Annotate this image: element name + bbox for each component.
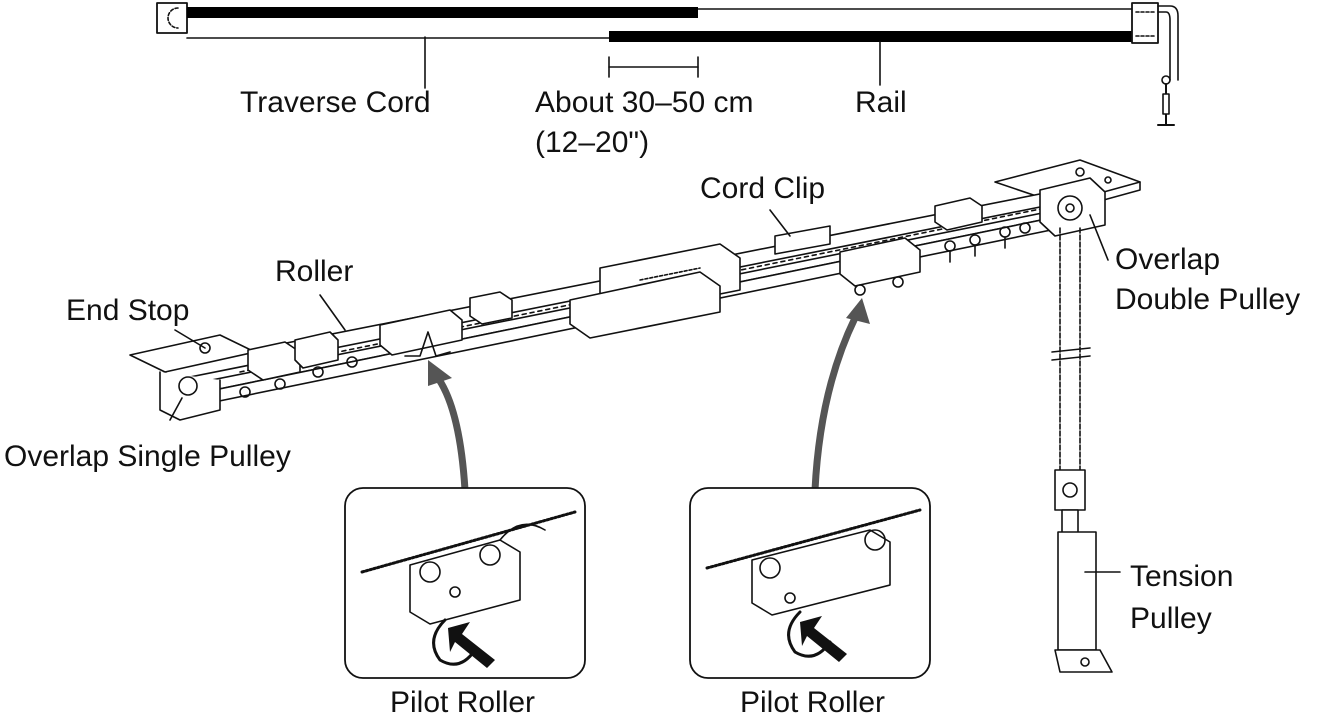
rail-label: Rail (855, 86, 907, 119)
tension-pulley-foot (1054, 649, 1113, 673)
cord-clip-label: Cord Clip (700, 172, 826, 205)
tension-pulley-label-line1: Tension (1130, 560, 1234, 593)
cord-clip-part (774, 225, 831, 255)
callout-arrows (428, 298, 870, 494)
roller-leader (319, 294, 346, 331)
tension-pulley-post (1057, 531, 1097, 651)
pilot-roller-left-arm (404, 331, 451, 357)
inset-right-hook (787, 610, 832, 658)
inset-left-loop (499, 523, 546, 541)
strap-clamp-2 (934, 197, 983, 231)
bracket-hole-2 (1104, 176, 1112, 184)
overlap-double-pulley-housing (1039, 177, 1106, 237)
overlap-single-pulley-wheel (178, 376, 198, 396)
overlap-single-leader (169, 397, 183, 421)
double-pulley-wheel (1057, 195, 1083, 221)
cord-drop-ring (1161, 75, 1171, 85)
inset-right-wheel-2 (864, 529, 886, 551)
cord-break-mark-2 (1051, 355, 1091, 361)
tension-pulley-wheel (1062, 482, 1078, 498)
about-range-label-line2: (12–20") (535, 126, 650, 159)
inset-right-screw (784, 592, 796, 604)
traverse-cord-upper (187, 7, 698, 18)
wand-grip (1162, 93, 1170, 115)
inset-left (344, 487, 586, 679)
traverse-cord-lower (609, 31, 1132, 42)
roller-label: Roller (275, 255, 354, 288)
pilot-roller-right-on-rail (839, 237, 921, 287)
overlap-double-leader (1089, 214, 1109, 261)
left-end-box (156, 2, 188, 34)
overlap-double-pulley-label-line2: Double Pulley (1115, 283, 1301, 316)
left-bracket-plate (159, 371, 221, 421)
cord-break-mark (1051, 347, 1091, 353)
pilot-roller-right-label: Pilot Roller (740, 686, 886, 719)
tension-pulley-label-line2: Pulley (1130, 602, 1212, 635)
arrow-right-head (846, 298, 870, 324)
tension-pulley-block (1054, 469, 1086, 511)
end-stop-block (247, 341, 301, 381)
end-stop-label: End Stop (66, 294, 190, 327)
about-range-label-line1: About 30–50 cm (535, 86, 754, 119)
overlap-double-pulley-label-line1: Overlap (1115, 243, 1221, 276)
tension-foot-screw (1080, 657, 1090, 667)
inset-left-wheel-2 (479, 544, 501, 566)
master-carrier-right (569, 271, 721, 339)
master-carrier-slot (639, 267, 701, 281)
left-hook-group (239, 331, 358, 398)
cord-clip-leader (769, 209, 791, 237)
arrow-left-head (428, 360, 452, 386)
inset-left-arrow (448, 622, 495, 668)
inset-right-arrow (800, 616, 847, 662)
inset-right (689, 487, 931, 679)
inset-left-screw (449, 586, 461, 598)
cord-drop-inner (1157, 11, 1171, 81)
pilot-roller-left-label: Pilot Roller (390, 686, 536, 719)
cord-drop-outer (1157, 5, 1179, 81)
arrow-left-shaft (434, 374, 469, 494)
top-schematic (156, 2, 1179, 126)
left-end-pulley (167, 7, 179, 29)
rail-assembly (129, 159, 1141, 673)
pilot-roller-right-wheel-2 (892, 276, 904, 288)
arrow-right-shaft (811, 314, 859, 494)
double-pulley-hub (1065, 203, 1075, 213)
traverse-cord-label: Traverse Cord (240, 86, 431, 119)
strap-clamp-1 (469, 291, 513, 325)
left-bracket-hole (199, 342, 211, 354)
inset-left-cord (360, 510, 577, 574)
right-hook-group (944, 222, 1031, 263)
bracket-hole (1075, 167, 1085, 177)
inset-right-wheel (759, 557, 781, 579)
right-end-box (1131, 2, 1159, 44)
overlap-single-pulley-label: Overlap Single Pulley (4, 440, 291, 473)
inset-left-hook (432, 618, 477, 666)
pilot-roller-left-on-rail (379, 309, 463, 356)
inset-right-cord (705, 508, 922, 570)
pilot-roller-right-wheel (854, 284, 866, 296)
inset-left-wheel (419, 561, 441, 583)
end-stop-leader (174, 329, 206, 349)
